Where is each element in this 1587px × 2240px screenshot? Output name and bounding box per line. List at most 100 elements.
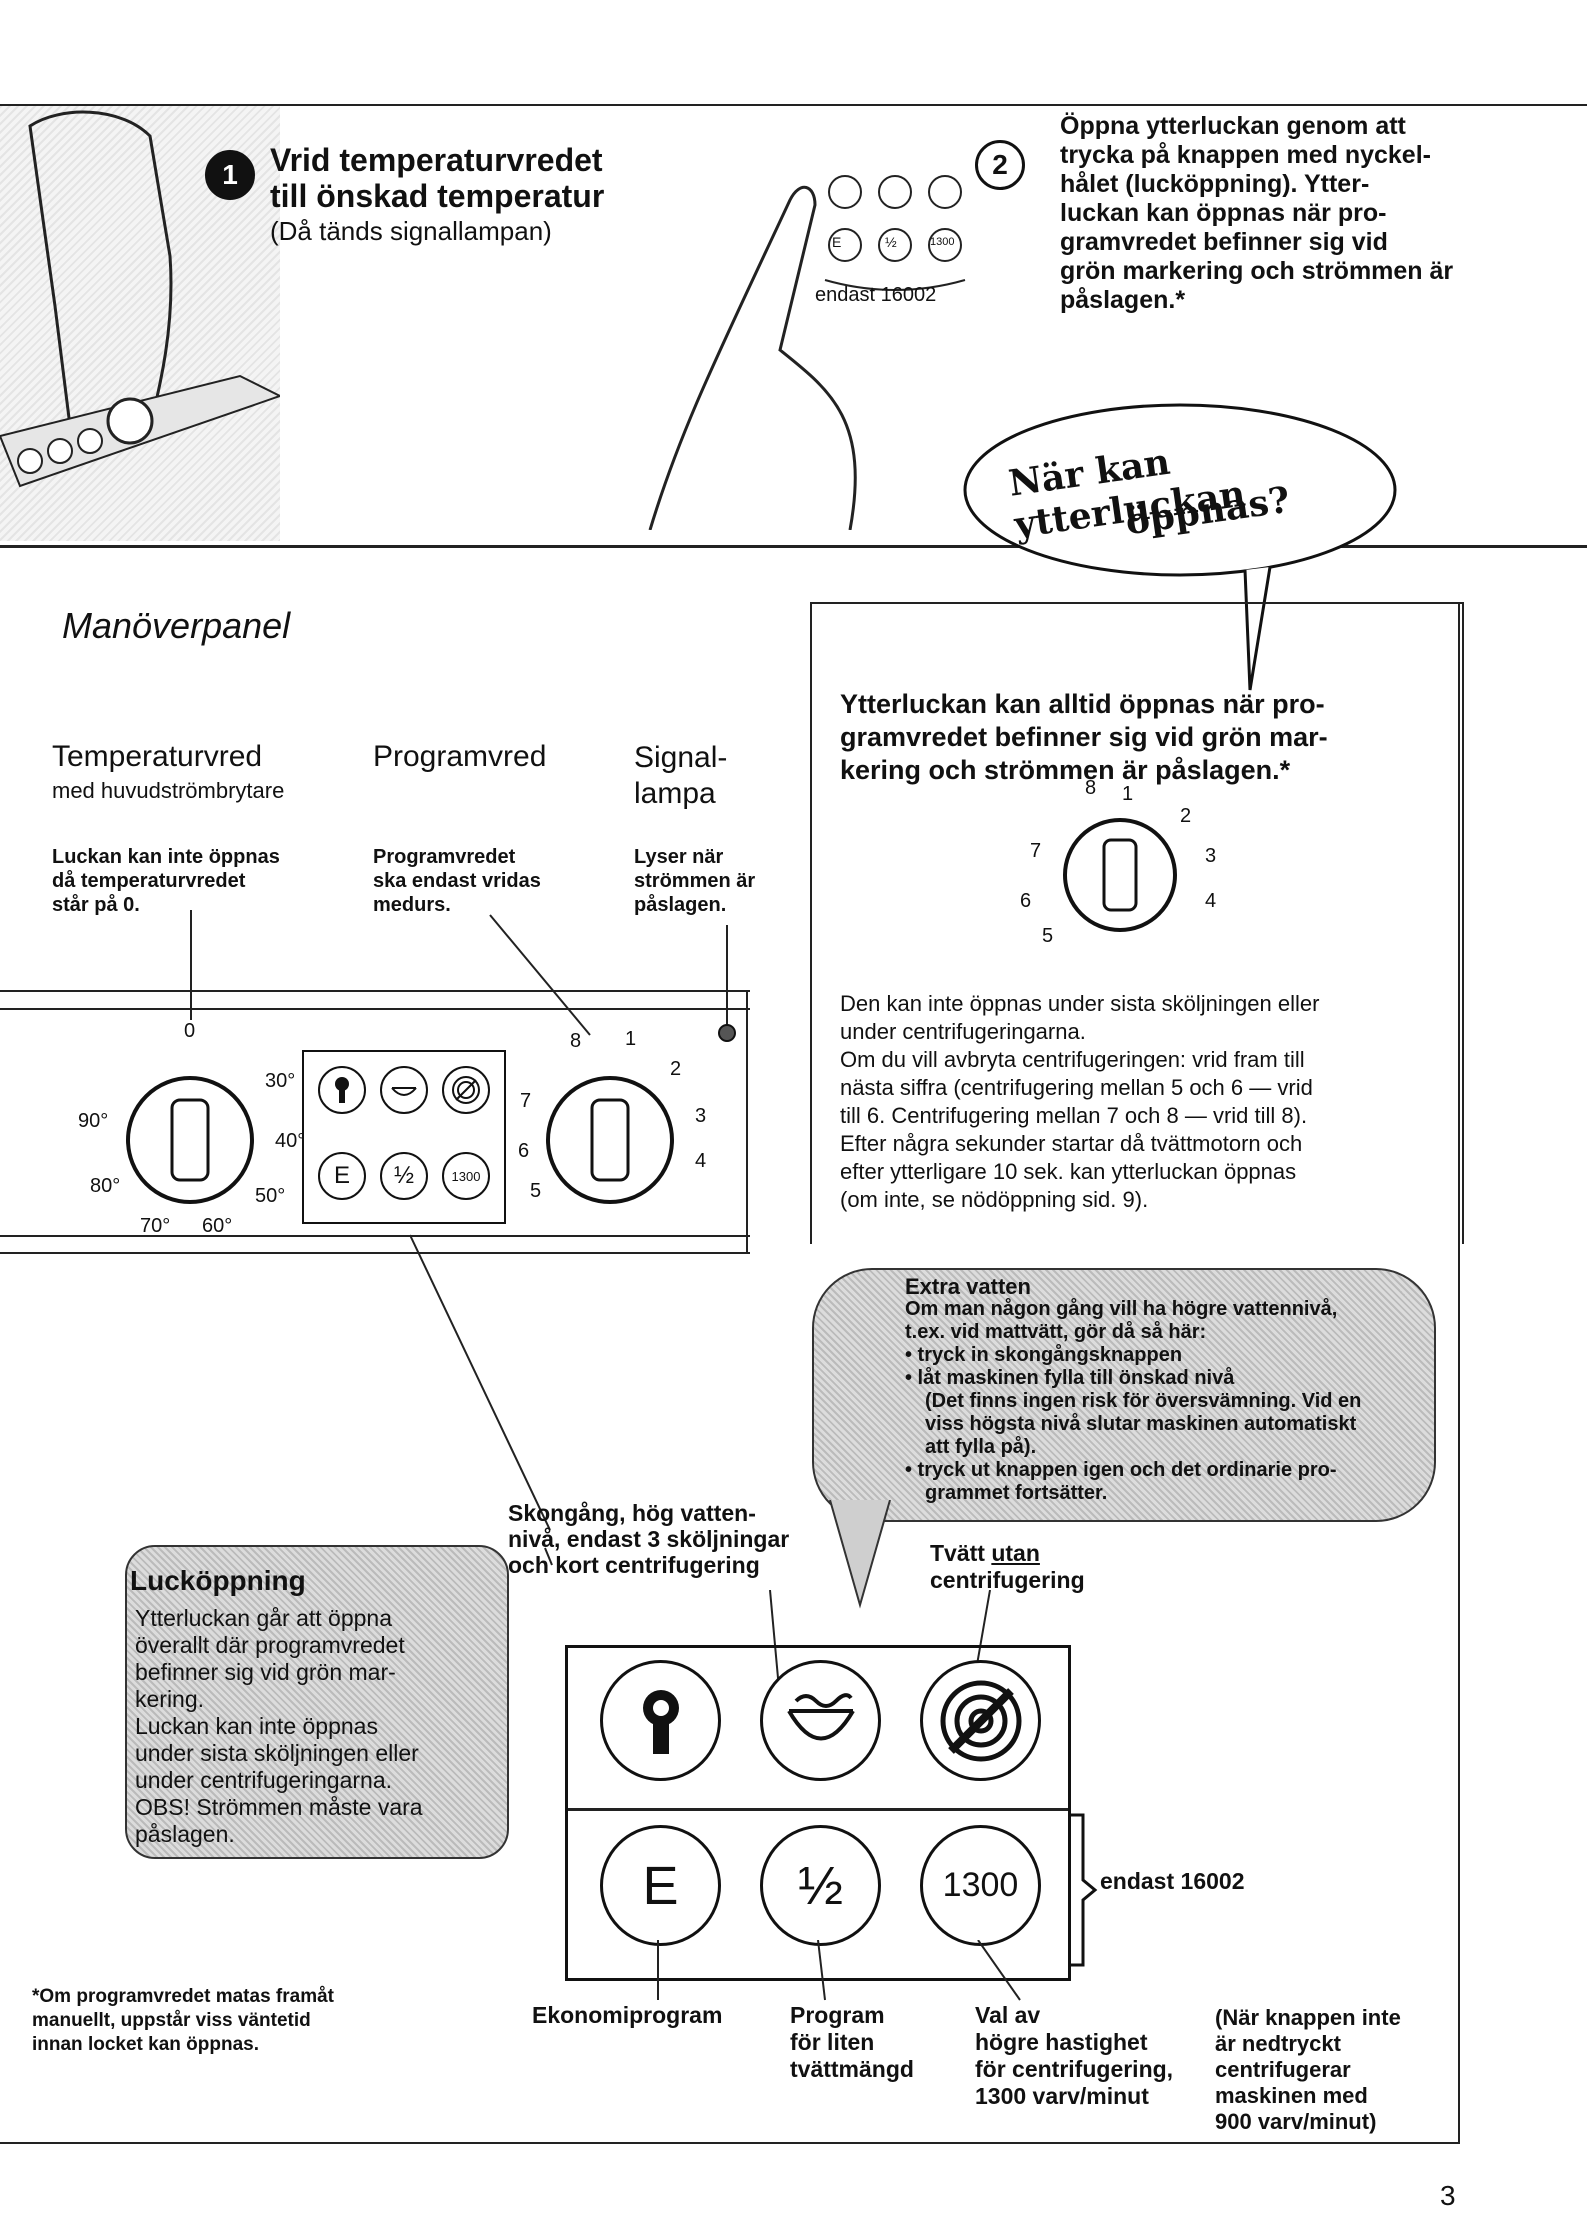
info-mark-8: 8	[1085, 777, 1096, 800]
temp-mark-90: 90°	[78, 1110, 108, 1133]
signal-note-line: påslagen.	[634, 893, 755, 917]
step-1-subtitle: (Då tänds signallampan)	[270, 216, 552, 246]
footnote: *Om programvredet matas framåt manuellt,…	[32, 1985, 334, 2057]
signal-lamp-icon	[718, 1024, 736, 1042]
info-mark-5: 5	[1042, 925, 1053, 948]
panel-button-grid: E ½ 1300	[302, 1050, 506, 1224]
shoe-wash-button[interactable]	[760, 1660, 881, 1781]
info-body-line: Om du vill avbryta centrifugeringen: vri…	[840, 1046, 1450, 1074]
temp-mark-50: 50°	[255, 1185, 285, 1208]
extra-vatten-line: att fylla på).	[905, 1436, 1415, 1459]
extra-vatten-line: • tryck ut knappen igen och det ordinari…	[905, 1459, 1415, 1482]
finger-button-illustration: E ½ 1300 endast 16002	[640, 150, 990, 530]
no-spin-label: Tvätt utan centrifugering	[930, 1540, 1085, 1594]
mini-e-label: E	[832, 234, 841, 250]
info-body: Den kan inte öppnas under sista sköljnin…	[840, 990, 1450, 1214]
temp-mark-40: 40°	[275, 1130, 305, 1153]
no-spin-button[interactable]	[920, 1660, 1041, 1781]
info-body-line: (om inte, se nödöppning sid. 9).	[840, 1186, 1450, 1214]
luckoppning-title: Lucköppning	[130, 1565, 306, 1597]
spin-label-line: högre hastighet	[975, 2029, 1173, 2056]
program-dial-drawing	[520, 1040, 720, 1240]
info-body-line: till 6. Centrifugering mellan 7 och 8 — …	[840, 1102, 1450, 1130]
skongang-line: och kort centrifugering	[508, 1552, 789, 1578]
prog-mark-4: 4	[695, 1150, 706, 1173]
step-2-line: trycka på knappen med nyckel-	[1060, 141, 1560, 170]
no-spin-button-small[interactable]	[442, 1066, 490, 1114]
info-heading-line: kering och strömmen är påslagen.*	[840, 754, 1440, 787]
panel-right-edge	[746, 990, 748, 1254]
luckoppning-line: Ytterluckan går att öppna	[135, 1605, 505, 1632]
luckoppning-line: kering.	[135, 1686, 505, 1713]
luckoppning-line: Luckan kan inte öppnas	[135, 1713, 505, 1740]
prog-note-line: ska endast vridas	[373, 869, 541, 893]
temp-subtitle: med huvudströmbrytare	[52, 778, 284, 804]
info-mark-6: 6	[1020, 890, 1031, 913]
step-2-badge: 2	[975, 140, 1025, 190]
luckoppning-line: överallt där programvredet	[135, 1632, 505, 1659]
keyhole-icon	[332, 1075, 352, 1105]
info-mark-1: 1	[1122, 783, 1133, 806]
signal-note-line: Lyser när	[634, 845, 755, 869]
signal-note-line: strömmen är	[634, 869, 755, 893]
half-load-button-small[interactable]: ½	[380, 1152, 428, 1200]
extra-vatten-line: viss högsta nivå slutar maskinen automat…	[905, 1413, 1415, 1436]
extra-vatten-line: grammet fortsätter.	[905, 1482, 1415, 1505]
step-1-title-line1: Vrid temperaturvredet	[270, 142, 603, 178]
temp-mark-80: 80°	[90, 1175, 120, 1198]
finger-drawing	[640, 150, 990, 530]
step-2-line: luckan kan öppnas när pro-	[1060, 199, 1560, 228]
endast-label: endast 16002	[1100, 1868, 1244, 1895]
no-spin-icon	[450, 1074, 482, 1106]
temp-connector	[190, 910, 192, 1020]
info-heading-line: gramvredet befinner sig vid grön mar-	[840, 721, 1440, 754]
spin-900-note-line: (När knappen inte	[1215, 2005, 1401, 2031]
prog-mark-5: 5	[530, 1180, 541, 1203]
signal-note: Lyser när strömmen är påslagen.	[634, 845, 755, 917]
spin-label-line: 1300 varv/minut	[975, 2083, 1173, 2110]
info-program-dial: 8 1 2 3 4 5 6 7	[1010, 795, 1230, 955]
spin-900-note-line: centrifugerar	[1215, 2057, 1401, 2083]
panel-top-rule-2	[0, 1008, 750, 1010]
extra-vatten-line: t.ex. vid mattvätt, gör då så här:	[905, 1321, 1415, 1344]
info-body-line: Den kan inte öppnas under sista sköljnin…	[840, 990, 1450, 1018]
eco-button[interactable]: E	[600, 1825, 721, 1946]
step-2-line: Öppna ytterluckan genom att	[1060, 112, 1560, 141]
spin-900-note-line: är nedtryckt	[1215, 2031, 1401, 2057]
prog-mark-2: 2	[670, 1058, 681, 1081]
eco-button-small[interactable]: E	[318, 1152, 366, 1200]
no-spin-icon-large	[936, 1676, 1026, 1766]
extra-vatten-line: (Det finns ingen risk för översvämning. …	[905, 1390, 1415, 1413]
half-load-button[interactable]: ½	[760, 1825, 881, 1946]
info-body-line: under centrifugeringarna.	[840, 1018, 1450, 1046]
temp-note: Luckan kan inte öppnas då temperaturvred…	[52, 845, 280, 917]
prog-mark-1: 1	[625, 1028, 636, 1051]
info-body-line: efter ytterligare 10 sek. kan ytterlucka…	[840, 1158, 1450, 1186]
mini-half-label: ½	[885, 234, 897, 250]
door-open-button-small[interactable]	[318, 1066, 366, 1114]
brace-icon	[1065, 1810, 1105, 1970]
luckoppning-line: under centrifugeringarna.	[135, 1767, 505, 1794]
spin-label-line: Val av	[975, 2002, 1173, 2029]
shoe-wash-button-small[interactable]	[380, 1066, 428, 1114]
step-2-line: påslagen.*	[1060, 286, 1560, 315]
spin-1300-button[interactable]: 1300	[920, 1825, 1041, 1946]
luckoppning-line: under sista sköljningen eller	[135, 1740, 505, 1767]
info-mark-4: 4	[1205, 890, 1216, 913]
spin-900-note-line: maskinen med	[1215, 2083, 1401, 2109]
temp-note-line: står på 0.	[52, 893, 280, 917]
spin-900-note-line: 900 varv/minut)	[1215, 2109, 1401, 2135]
info-heading: Ytterluckan kan alltid öppnas när pro- g…	[840, 688, 1440, 787]
prog-note-line: Programvredet	[373, 845, 541, 869]
program-dial[interactable]: 1 2 3 4 5 6 7 8	[520, 1040, 720, 1240]
step-2-line: grön markering och strömmen är	[1060, 257, 1560, 286]
step-1-badge: 1	[205, 150, 255, 200]
extra-vatten-title: Extra vatten	[905, 1275, 1415, 1298]
question-bubble: När kan ytterluckan öppnas?	[960, 395, 1410, 595]
extra-vatten-line: Om man någon gång vill ha högre vattenni…	[905, 1298, 1415, 1321]
spin-1300-button-small[interactable]: 1300	[442, 1152, 490, 1200]
door-open-button[interactable]	[600, 1660, 721, 1781]
temp-dial[interactable]: 0 30° 40° 50° 60° 70° 80° 90°	[110, 1040, 330, 1240]
prog-mark-3: 3	[695, 1105, 706, 1128]
half-load-label-line: för liten	[790, 2029, 914, 2056]
